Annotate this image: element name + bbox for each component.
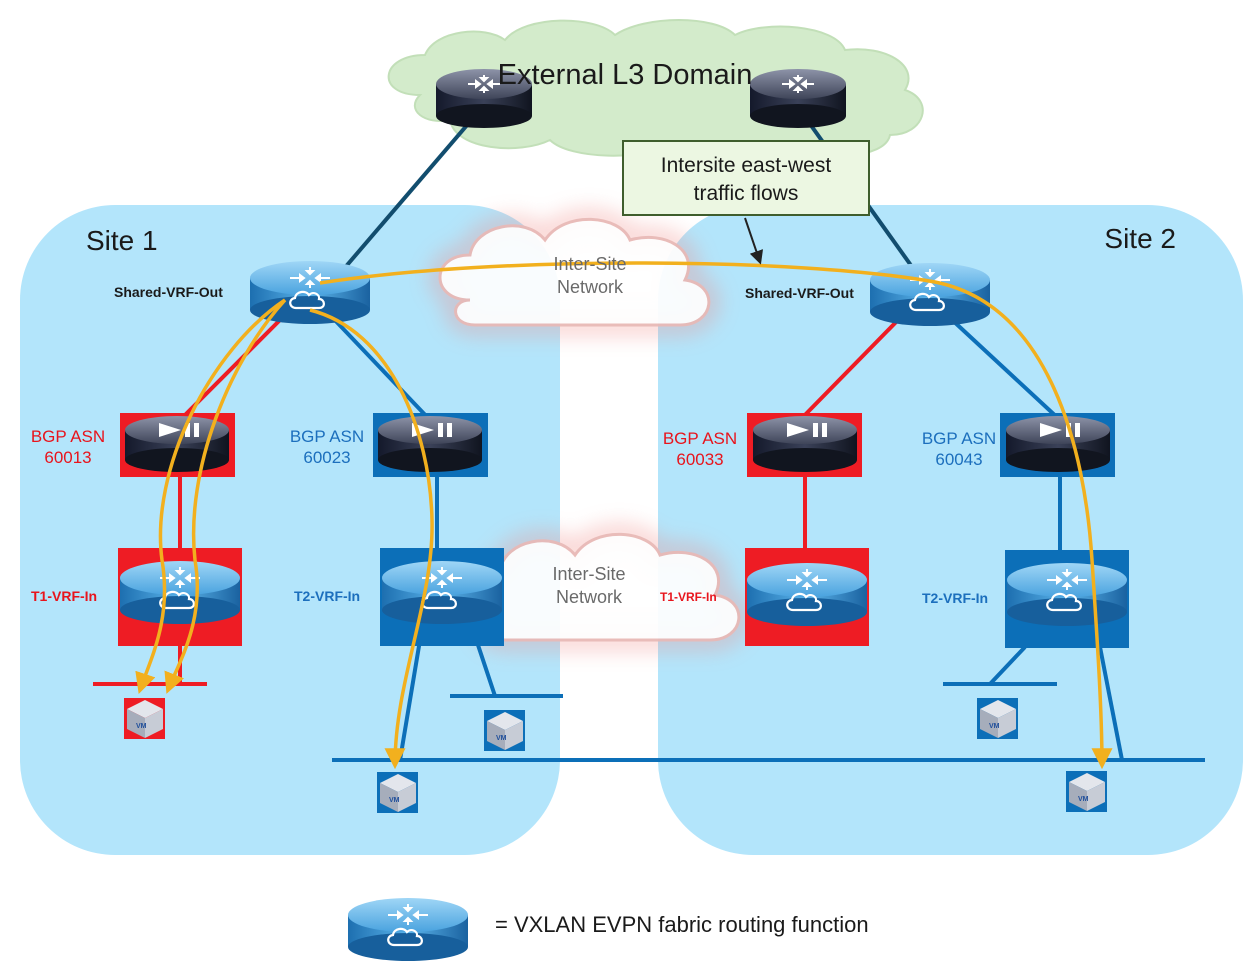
- uplink-site1: [328, 108, 482, 287]
- site1-bgp-t1-line1: BGP ASN: [31, 427, 105, 446]
- callout-line1: Intersite east-west: [661, 154, 832, 177]
- site1-bgp-t1-line2: 60013: [44, 448, 91, 467]
- site1-t2-vrf-router: [380, 559, 504, 626]
- callout-line2: traffic flows: [694, 182, 799, 205]
- legend-text: = VXLAN EVPN fabric routing function: [495, 912, 869, 937]
- site1-t2-firewall: [378, 416, 482, 472]
- site2-t2-firewall: [1006, 416, 1110, 472]
- site2-link-t1-firewall: [798, 316, 902, 422]
- flow-site1-t1-b: [164, 298, 287, 694]
- site1-bgp-t2-line2: 60023: [303, 448, 350, 467]
- flow-site1-t2: [309, 308, 434, 770]
- callout-box: [622, 140, 870, 216]
- site1-bgp-t2-line1: BGP ASN: [290, 427, 364, 446]
- inter-site-top-line1: Inter-Site: [553, 254, 626, 274]
- site2-bgp-t2-line1: BGP ASN: [922, 429, 996, 448]
- site2-bgp-t1-line2: 60033: [676, 450, 723, 469]
- legend-fabric-icon: [346, 896, 470, 963]
- traffic-flows: [135, 261, 1113, 770]
- site1-title: Site 1: [86, 225, 158, 256]
- site1-vrf-t2-label: T2-VRF-In: [294, 588, 360, 604]
- site2-bgp-t1-line1: BGP ASN: [663, 429, 737, 448]
- callout-arrow: [744, 217, 764, 265]
- site2-region: [658, 205, 1243, 855]
- site1-link-t2-stretched: [398, 639, 422, 761]
- site2-bgp-t2-line2: 60043: [935, 450, 982, 469]
- site2-t2-vrf-router: [1005, 561, 1129, 628]
- site2-link-t2-firewall: [948, 316, 1062, 422]
- site1-t1-vrf-router: [118, 559, 242, 626]
- flow-site1-t1-a: [135, 298, 286, 694]
- site1-shared-vrf-label: Shared-VRF-Out: [114, 284, 223, 300]
- site1-link-t2-firewall: [328, 313, 432, 422]
- site2-link-t2-stretched: [1098, 646, 1124, 761]
- external-domain-label: External L3 Domain: [498, 59, 753, 91]
- external-router-right: [749, 68, 847, 129]
- inter-site-mid-line2: Network: [556, 587, 623, 607]
- site1-link-t2-segment: [476, 644, 497, 697]
- site2-t1-firewall: [753, 416, 857, 472]
- inter-site-cloud-top: [429, 208, 720, 336]
- site2-shared-vrf-label: Shared-VRF-Out: [745, 285, 854, 301]
- site2-link-t2-segment: [988, 645, 1027, 686]
- site2-t1-vrf-router: [745, 561, 869, 628]
- site2-vrf-t2-label: T2-VRF-In: [922, 590, 988, 606]
- site2-title: Site 2: [1104, 223, 1176, 254]
- flow-intersite: [319, 261, 1113, 770]
- site2-vrf-t1-label: T1-VRF-In: [660, 590, 717, 604]
- inter-site-mid-line1: Inter-Site: [552, 564, 625, 584]
- site1-vrf-t1-label: T1-VRF-In: [31, 588, 97, 604]
- inter-site-top-line2: Network: [557, 277, 624, 297]
